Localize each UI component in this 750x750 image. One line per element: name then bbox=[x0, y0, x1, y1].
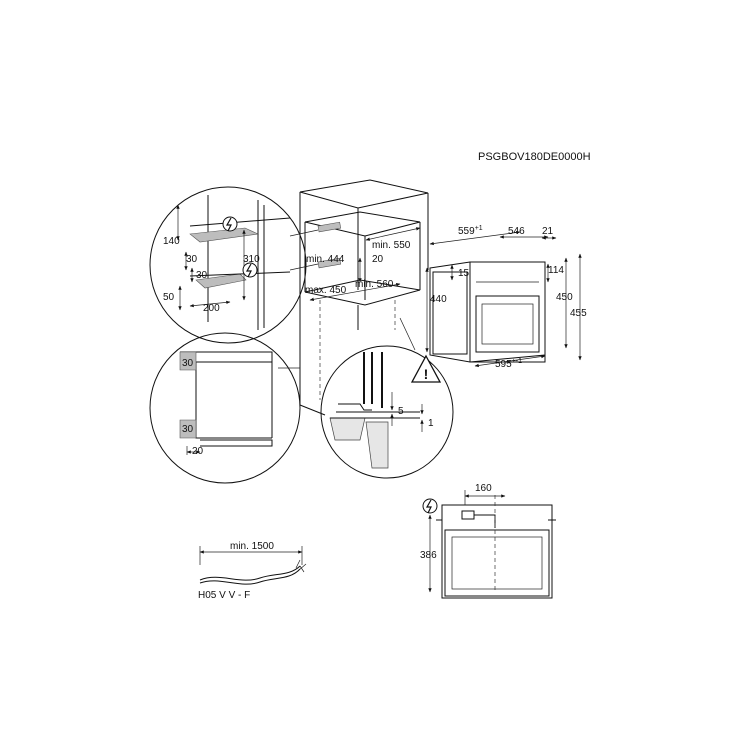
detail-bl-20: 20 bbox=[192, 446, 204, 457]
detail-r-1: 1 bbox=[428, 418, 434, 429]
oven-height-114: 114 bbox=[548, 265, 564, 276]
oven-drawing bbox=[425, 230, 582, 368]
detail-circle-top-left bbox=[149, 186, 319, 344]
detail-tl-30a: 30 bbox=[186, 254, 198, 265]
socket-386: 386 bbox=[420, 550, 437, 561]
detail-circle-bottom-left bbox=[149, 332, 301, 484]
svg-text:!: ! bbox=[424, 366, 429, 382]
oven-height-440: 440 bbox=[430, 294, 447, 305]
detail-tl-50: 50 bbox=[163, 292, 175, 303]
cabinet-max-450: max. 450 bbox=[305, 285, 347, 296]
socket-160: 160 bbox=[475, 483, 492, 494]
detail-r-5: 5 bbox=[398, 406, 404, 417]
cabinet-min-560: min. 560 bbox=[355, 279, 394, 290]
detail-tl-200: 200 bbox=[203, 303, 220, 314]
oven-depth-21: 21 bbox=[542, 226, 554, 237]
oven-height-450: 450 bbox=[556, 292, 573, 303]
oven-width-595: 595+-1 bbox=[495, 358, 522, 370]
warning-triangle-icon: ! bbox=[410, 354, 442, 383]
oven-depth-546: 546 bbox=[508, 226, 525, 237]
oven-height-455: 455 bbox=[570, 308, 587, 319]
power-cable-drawing bbox=[199, 546, 307, 585]
electric-hazard-icon bbox=[422, 498, 438, 514]
detail-bl-30a: 30 bbox=[182, 358, 194, 369]
model-code: PSGBOV180DE0000H bbox=[478, 151, 591, 163]
cable-type: H05 V V - F bbox=[198, 590, 250, 601]
detail-tl-30b: 30 bbox=[196, 270, 208, 281]
detail-circle-right bbox=[320, 317, 454, 479]
cabinet-min-550: min. 550 bbox=[372, 240, 411, 251]
oven-height-15: 15 bbox=[458, 268, 470, 279]
electric-hazard-icon bbox=[222, 216, 238, 232]
cabinet-dim-20: 20 bbox=[372, 254, 384, 265]
detail-tl-140: 140 bbox=[163, 236, 180, 247]
detail-bl-30b: 30 bbox=[182, 424, 194, 435]
cable-min-length: min. 1500 bbox=[230, 541, 274, 552]
cabinet-min-444: min. 444 bbox=[306, 254, 345, 265]
socket-position-view bbox=[428, 490, 556, 599]
electric-hazard-icon bbox=[242, 262, 258, 278]
cabinet-drawing bbox=[299, 179, 429, 416]
oven-width-559: 559+1 bbox=[458, 225, 483, 237]
detail-tl-310: 310 bbox=[243, 254, 260, 265]
